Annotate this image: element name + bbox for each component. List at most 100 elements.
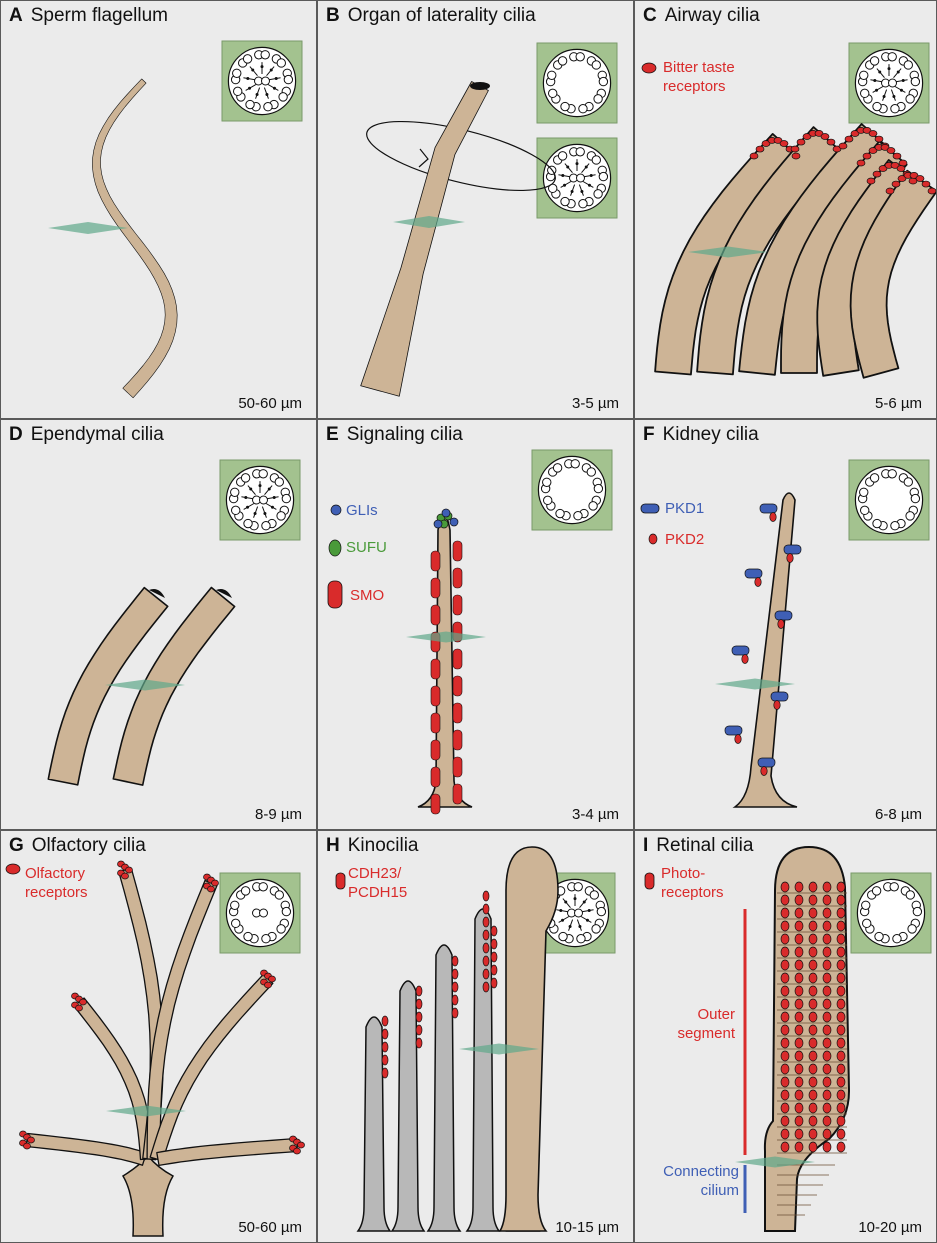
receptor-legend-icon [642, 63, 656, 73]
legend-label: receptors [25, 883, 88, 902]
photoreceptor-disc-protein [823, 882, 831, 892]
photoreceptor-disc-protein [809, 973, 817, 983]
cdh23-legend-icon [336, 873, 345, 889]
length-label: 50-60 µm [238, 395, 302, 412]
olfactory-receptor [298, 1142, 305, 1148]
outer-segment [765, 847, 849, 1231]
bitter-receptor [867, 178, 875, 184]
photoreceptor-disc-protein [795, 1012, 803, 1022]
photoreceptor-disc-protein [781, 934, 789, 944]
panel-letter: E [326, 424, 339, 445]
legend-label: cilium [635, 1181, 739, 1200]
pkd2-receptor [761, 767, 767, 776]
legend-label: PCDH15 [348, 883, 407, 902]
length-label: 6-8 µm [875, 806, 922, 823]
photoreceptor-disc-protein [781, 1129, 789, 1139]
tip-link-protein [491, 939, 497, 949]
photoreceptor-disc-protein [809, 999, 817, 1009]
tip-link-protein [452, 969, 458, 979]
smo-receptor [453, 541, 462, 561]
bitter-receptor [857, 160, 865, 166]
tip-link-protein [452, 982, 458, 992]
panel-title: ESignaling cilia [326, 424, 463, 446]
photoreceptor-disc-protein [809, 882, 817, 892]
cross-section-plane [393, 216, 465, 228]
legend: Olfactoryreceptors [25, 864, 88, 902]
photoreceptor-disc-protein [823, 1051, 831, 1061]
pkd2-receptor [787, 554, 793, 563]
photoreceptor-disc-protein [837, 1103, 845, 1113]
axoneme-cross-section-icon [849, 43, 929, 123]
panel-title-text: Sperm flagellum [31, 5, 168, 26]
photoreceptor-disc-protein [809, 1116, 817, 1126]
pkd1-receptor [771, 692, 788, 701]
photoreceptor-disc-protein [809, 934, 817, 944]
legend-label: GLIs [346, 501, 378, 520]
gli-sufu-complex [442, 509, 450, 517]
bitter-receptor [827, 139, 835, 145]
panel-title-text: Olfactory cilia [32, 835, 146, 856]
bitter-receptor [928, 188, 936, 194]
tip-link-protein [483, 943, 489, 953]
smo-receptor [453, 757, 462, 777]
photoreceptor-disc-protein [837, 1090, 845, 1100]
legend-label: Bitter taste [663, 58, 735, 77]
gli-sufu-complex [434, 520, 442, 528]
olfactory-receptor [24, 1143, 31, 1149]
axoneme-cross-section-icon [222, 41, 302, 121]
smo-receptor [453, 595, 462, 615]
photoreceptor-disc-protein [837, 934, 845, 944]
bitter-receptor [791, 146, 799, 152]
panel-title-text: Retinal cilia [656, 835, 753, 856]
photoreceptor-disc-protein [809, 1077, 817, 1087]
photoreceptor-disc-protein [823, 908, 831, 918]
panel-letter: A [9, 5, 23, 26]
bitter-receptor [892, 181, 900, 187]
olfactory-receptor [208, 886, 215, 892]
panel-title-text: Organ of laterality cilia [348, 5, 536, 26]
length-label: 5-6 µm [875, 395, 922, 412]
olfactory-receptor [80, 999, 87, 1005]
photoreceptor-disc-protein [809, 1103, 817, 1113]
tip-link-protein [483, 982, 489, 992]
photoreceptor-disc-protein [837, 986, 845, 996]
panel-title: FKidney cilia [643, 424, 759, 446]
smo-receptor [431, 551, 440, 571]
panel-illustration [318, 420, 634, 830]
smo-receptor [431, 686, 440, 706]
panel-letter: C [643, 5, 657, 26]
photoreceptor-disc-protein [809, 1090, 817, 1100]
photoreceptor-disc-protein [781, 1038, 789, 1048]
legend-label: segment [675, 1024, 735, 1043]
pkd2-receptor [770, 513, 776, 522]
panel-a: A Sperm flagellum 50-60 µm [0, 0, 317, 419]
photoreceptor-disc-protein [795, 908, 803, 918]
smo-receptor [453, 730, 462, 750]
bitter-receptor [863, 153, 871, 159]
legend-label: SUFU [346, 538, 387, 557]
photoreceptor-disc-protein [795, 1038, 803, 1048]
photoreceptor-disc-protein [837, 1012, 845, 1022]
photoreceptor-disc-protein [809, 908, 817, 918]
panel-letter: I [643, 835, 648, 856]
bitter-receptor [780, 140, 788, 146]
photoreceptor-disc-protein [837, 1025, 845, 1035]
smo-receptor [431, 794, 440, 814]
smo-receptor [431, 659, 440, 679]
bitter-receptor [797, 139, 805, 145]
photoreceptor-disc-protein [781, 1142, 789, 1152]
legend: SMO [350, 586, 384, 605]
legend-label: Olfactory [25, 864, 88, 883]
photoreceptor-disc-protein [837, 1051, 845, 1061]
tip-link-protein [491, 965, 497, 975]
bitter-receptor [886, 188, 894, 194]
legend-label: PKD1 [665, 499, 704, 518]
smo-legend-icon [328, 581, 342, 608]
photoreceptor-disc-protein [795, 1129, 803, 1139]
photoreceptor-disc-protein [795, 1103, 803, 1113]
axoneme-cross-section-icon [537, 43, 617, 123]
photoreceptor-legend-icon [645, 873, 654, 889]
legend: SUFU [346, 538, 387, 557]
